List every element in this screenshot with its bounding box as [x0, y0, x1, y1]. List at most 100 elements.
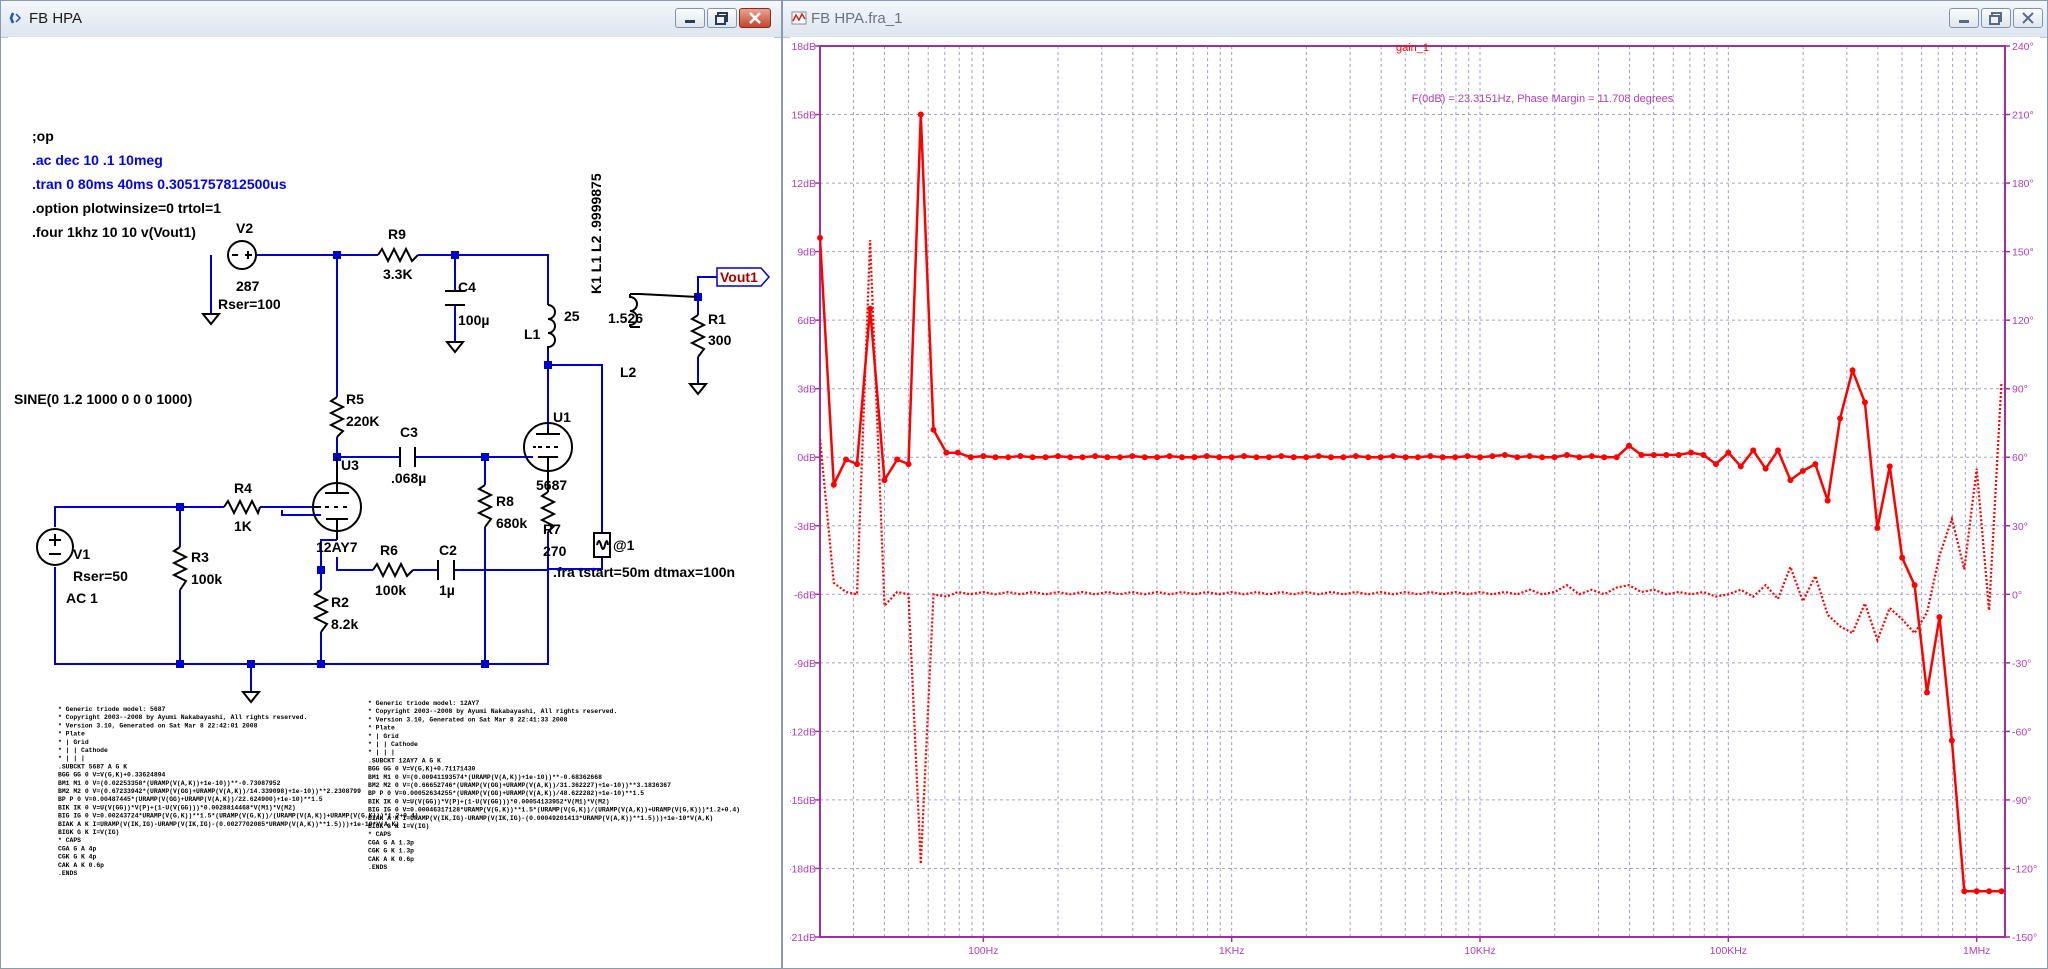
- gain-point: [1551, 454, 1558, 461]
- minimize-icon: [1959, 20, 1969, 23]
- voltage-source-v1[interactable]: [36, 528, 74, 566]
- capacitor-c2[interactable]: [437, 560, 455, 580]
- voltage-source-v2[interactable]: [227, 240, 257, 270]
- r2-value: 8.2k: [331, 616, 358, 632]
- y-tick-label-right: 150°: [2012, 247, 2034, 259]
- gain-point: [1067, 454, 1074, 461]
- sine-source-spec[interactable]: SINE(0 1.2 1000 0 0 0 1000): [14, 391, 192, 407]
- schematic-window[interactable]: FB HPA ;op .ac dec 10 .1 10meg .tran 0 80m…: [0, 0, 782, 969]
- v1-ac: AC 1: [66, 590, 98, 606]
- inductor-l2[interactable]: [629, 293, 699, 328]
- resistor-r4[interactable]: [223, 498, 261, 516]
- gain-point: [1799, 467, 1806, 474]
- schematic-canvas[interactable]: ;op .ac dec 10 .1 10meg .tran 0 80ms 40ms …: [8, 37, 774, 961]
- gain-point: [1650, 451, 1657, 458]
- trace-title[interactable]: gain_1: [1396, 42, 1429, 54]
- left-axis-ticks: 18dB15dB12dB9dB6dB3dB0dB-3dB-6dB-9dB-12d…: [790, 41, 820, 944]
- l1-value: 25: [564, 308, 580, 324]
- netlist-line: * Version 3.10, Generated on Sat Mar 8 2…: [58, 722, 258, 729]
- spice-directives[interactable]: ;op .ac dec 10 .1 10meg .tran 0 80ms 40ms …: [32, 128, 287, 240]
- close-icon: [2022, 12, 2034, 24]
- minimize-button[interactable]: [1949, 8, 1979, 28]
- ltspice-app-icon: [9, 12, 22, 24]
- gain-point: [1563, 451, 1570, 458]
- gain-point: [1775, 447, 1782, 454]
- schematic-titlebar[interactable]: FB HPA: [1, 1, 781, 38]
- probe-label: @1: [613, 537, 635, 553]
- triode-u1[interactable]: [523, 422, 573, 492]
- resistor-r7[interactable]: [539, 491, 557, 533]
- gain-point: [1352, 453, 1359, 460]
- maximize-button[interactable]: [1981, 8, 2011, 28]
- spice-directive[interactable]: ;op: [32, 128, 54, 144]
- l2-ref: L2: [620, 364, 637, 380]
- gain-point: [1613, 454, 1620, 461]
- coupling-directive[interactable]: K1 L1 L2 .9999875: [588, 173, 604, 294]
- y-tick-label-right: 30°: [2012, 521, 2028, 533]
- gain-point: [1762, 465, 1769, 472]
- resistor-r2[interactable]: [312, 589, 330, 633]
- netlist-line: .SUBCKT 5687 A G K: [58, 763, 127, 770]
- y-tick-label-left: -12dB: [790, 726, 816, 738]
- schematic-window-title: FB HPA: [29, 10, 83, 27]
- netlist-line: * | | |: [368, 749, 395, 756]
- gain-point: [830, 481, 837, 488]
- gain-point: [1812, 461, 1819, 468]
- maximize-button[interactable]: [707, 8, 737, 28]
- close-button[interactable]: [2013, 8, 2043, 28]
- r9-value: 3.3K: [383, 266, 413, 282]
- spice-directive[interactable]: .four 1khz 10 10 v(Vout1): [32, 224, 196, 240]
- close-button[interactable]: [739, 8, 771, 28]
- bode-plot[interactable]: 18dB15dB12dB9dB6dB3dB0dB-3dB-6dB-9dB-12d…: [790, 37, 2040, 961]
- gain-point: [1911, 582, 1918, 589]
- spice-directive[interactable]: .tran 0 80ms 40ms 0.3051757812500us: [32, 176, 287, 192]
- resistor-r9[interactable]: [377, 246, 419, 264]
- resistor-r8[interactable]: [476, 484, 494, 528]
- resistor-r6[interactable]: [372, 561, 414, 579]
- x-tick-label: 1KHz: [1219, 945, 1245, 957]
- gain-point: [1961, 888, 1968, 895]
- triode-u3[interactable]: [312, 457, 362, 540]
- gain-point: [1588, 453, 1595, 460]
- spice-directive[interactable]: .ac dec 10 .1 10meg: [32, 152, 163, 168]
- netlist-line: * Generic triode model: 5687: [58, 706, 166, 713]
- netlist-line: CGA G A 1.3p: [368, 839, 414, 846]
- schematic-drawing[interactable]: ;op .ac dec 10 .1 10meg .tran 0 80ms 40ms …: [8, 37, 774, 961]
- netlist-line: * Generic triode model: 12AY7: [368, 700, 479, 707]
- netlist-line: .ENDS: [368, 864, 387, 871]
- resistor-r3[interactable]: [171, 546, 189, 591]
- fra-directive[interactable]: .fra tstart=50m dtmax=100n: [553, 564, 735, 580]
- fra-probe-icon[interactable]: [593, 532, 611, 558]
- netlist-5687[interactable]: * Generic triode model: 5687* Copyright …: [58, 706, 419, 877]
- y-tick-label-left: -6dB: [794, 589, 816, 601]
- plot-titlebar[interactable]: FB HPA.fra_1: [783, 1, 2047, 38]
- r1-value: 300: [708, 332, 732, 348]
- gain-point: [1886, 463, 1893, 470]
- net-label-vout1[interactable]: Vout1: [716, 267, 771, 287]
- l2-value: 1.526: [608, 310, 643, 326]
- spice-directive[interactable]: .option plotwinsize=0 trtol=1: [32, 200, 221, 216]
- netlist-12ay7[interactable]: * Generic triode model: 12AY7* Copyright…: [368, 700, 740, 871]
- minimize-button[interactable]: [675, 8, 705, 28]
- gain-point: [1899, 554, 1906, 561]
- resistor-r1[interactable]: [689, 314, 707, 358]
- plot-series: [817, 111, 2005, 895]
- r5-value: 220K: [346, 413, 379, 429]
- resistor-r5[interactable]: [328, 396, 346, 438]
- inductor-l1[interactable]: [547, 304, 556, 350]
- y-tick-label-right: 0°: [2012, 589, 2022, 601]
- y-tick-label-right: 60°: [2012, 452, 2028, 464]
- netlist-line: CAK A K 0.6p: [368, 856, 414, 863]
- netlist-line: BIGK G K I=V(IG): [58, 829, 119, 836]
- gain-point: [1663, 451, 1670, 458]
- r2-ref: R2: [331, 594, 349, 610]
- netlist-line: CAK A K 0.6p: [58, 862, 104, 869]
- netlist-line: BIAK A K I=URAMP(V(IK,IG)-URAMP(V(IK,IG)…: [58, 821, 399, 828]
- y-tick-label-left: -21dB: [790, 932, 816, 944]
- gain-point: [1514, 454, 1521, 461]
- capacitor-c3[interactable]: [399, 447, 416, 467]
- capacitor-c4[interactable]: [445, 290, 465, 306]
- gain-point: [1688, 449, 1695, 456]
